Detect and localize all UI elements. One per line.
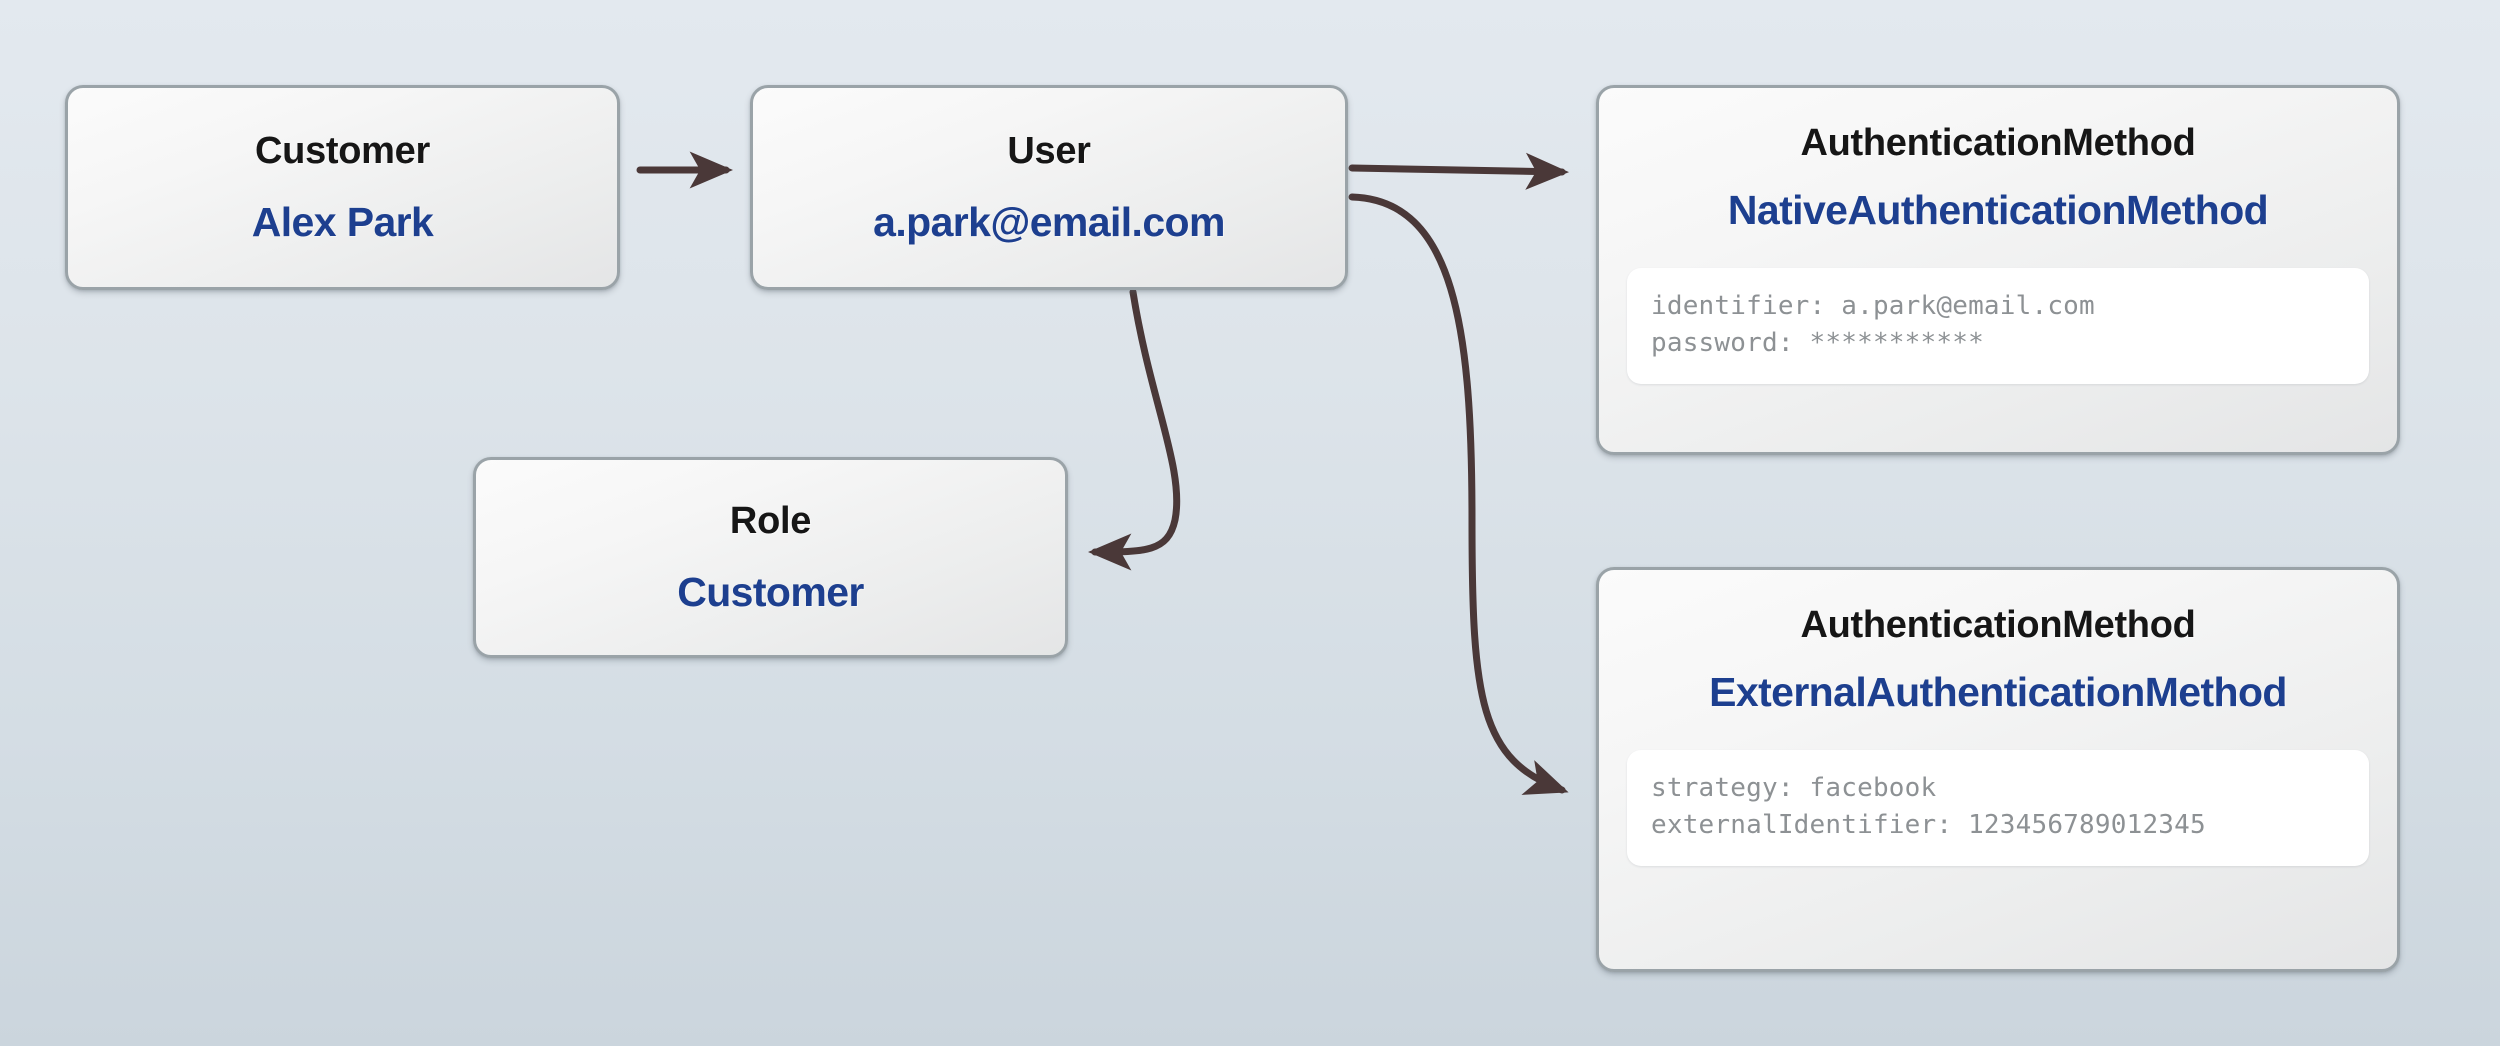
external-auth-attribute-strategy: strategy: facebook bbox=[1651, 773, 1937, 803]
native-auth-attribute-password: password: *********** bbox=[1651, 327, 1984, 358]
node-native-authentication-method[interactable]: AuthenticationMethod NativeAuthenticatio… bbox=[1596, 85, 2400, 455]
node-role-title: Role bbox=[729, 499, 812, 542]
node-external-authentication-method[interactable]: AuthenticationMethod ExternalAuthenticat… bbox=[1596, 567, 2400, 972]
node-user-subtitle: a.park@email.com bbox=[873, 198, 1225, 245]
edge-user-to-external-auth bbox=[1348, 193, 1569, 795]
node-customer-title: Customer bbox=[255, 129, 430, 172]
node-native-auth-subtitle: NativeAuthenticationMethod bbox=[1727, 187, 2269, 233]
node-customer[interactable]: Customer Alex Park bbox=[65, 85, 620, 290]
edge-user-to-role bbox=[1087, 288, 1181, 571]
node-user-title: User bbox=[1007, 129, 1091, 172]
node-external-auth-title: AuthenticationMethod bbox=[1800, 604, 2196, 646]
node-user[interactable]: User a.park@email.com bbox=[750, 85, 1348, 290]
node-role[interactable]: Role Customer bbox=[473, 457, 1068, 658]
native-auth-attribute-identifier: identifier: a.park@email.com bbox=[1651, 291, 2095, 321]
node-native-auth-title: AuthenticationMethod bbox=[1800, 122, 2196, 164]
edge-user-to-native-auth bbox=[1348, 152, 1569, 190]
external-auth-attribute-panel: strategy: facebook externalIdentifier: 1… bbox=[1627, 750, 2369, 866]
node-role-subtitle: Customer bbox=[677, 568, 864, 615]
native-auth-attribute-panel: identifier: a.park@email.com password: *… bbox=[1627, 268, 2369, 384]
node-external-auth-subtitle: ExternalAuthenticationMethod bbox=[1709, 669, 2287, 715]
external-auth-attribute-external-identifier: externalIdentifier: 123456789012345 bbox=[1651, 809, 2206, 840]
node-customer-subtitle: Alex Park bbox=[251, 198, 434, 245]
